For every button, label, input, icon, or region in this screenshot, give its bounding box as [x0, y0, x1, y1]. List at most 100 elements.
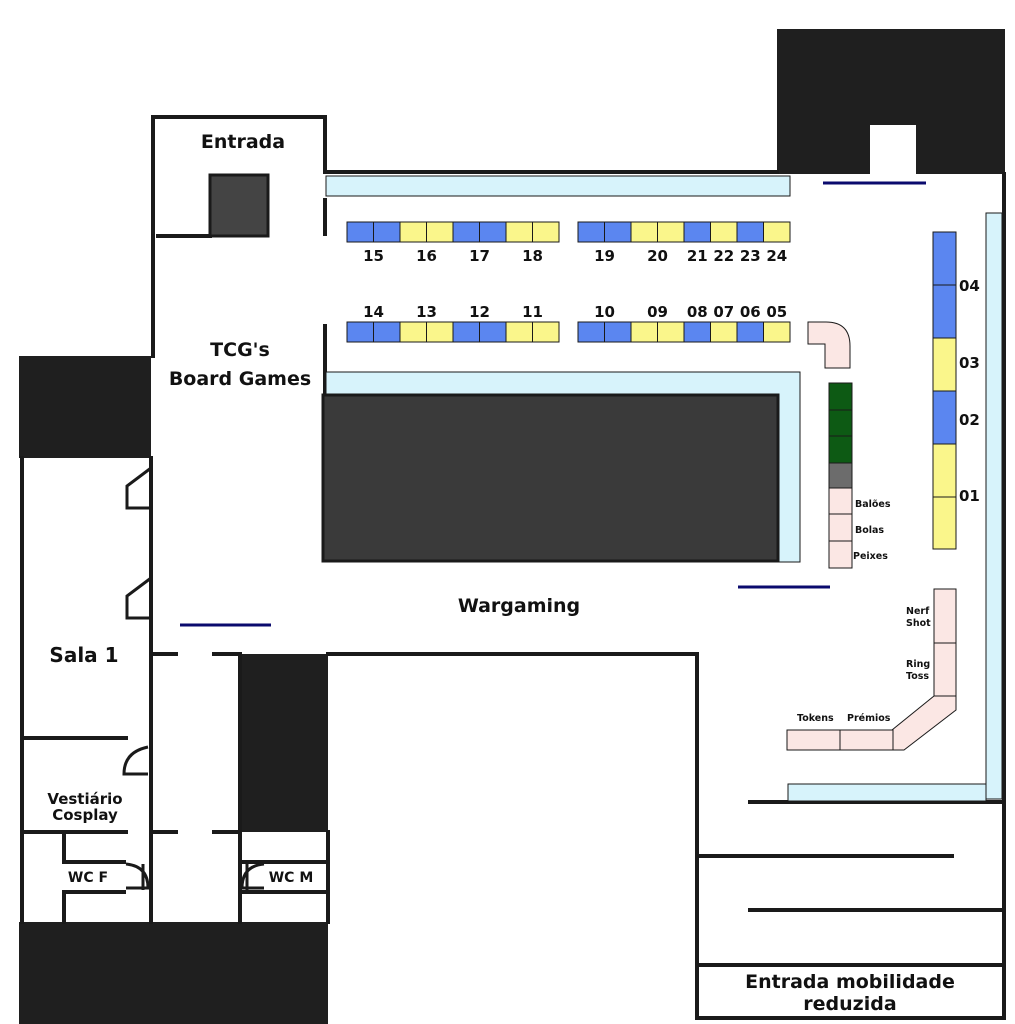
mobilidade-label-line1: Entrada mobilidade — [745, 971, 955, 993]
wargaming-area[interactable] — [321, 393, 780, 563]
pink-curve-stand[interactable] — [807, 321, 851, 369]
stand-label-20: 20 — [647, 247, 668, 265]
stand-09-cell[interactable] — [657, 321, 685, 343]
entrada-label: Entrada — [201, 131, 285, 153]
stand-19-cell[interactable] — [604, 221, 632, 243]
walls — [20, 115, 1006, 1020]
stand-16-cell[interactable] — [399, 221, 427, 243]
stand-label-15: 15 — [363, 247, 384, 265]
stand-17-cell[interactable] — [452, 221, 480, 243]
nerf-label-line2: Shot — [906, 618, 931, 629]
peixes-stand[interactable] — [828, 540, 853, 569]
nerf-shot-stand[interactable] — [933, 588, 957, 644]
stand-13-cell[interactable] — [426, 321, 454, 343]
tcg-label-line2: Board Games — [169, 368, 311, 390]
premios-stand[interactable] — [839, 729, 894, 751]
stand-label-13: 13 — [416, 303, 437, 321]
nerf-label-line1: Nerf — [906, 606, 930, 617]
doors — [122, 466, 265, 890]
stand-label-09: 09 — [647, 303, 668, 321]
bolas-stand[interactable] — [828, 513, 853, 542]
stand-label-02: 02 — [959, 411, 980, 429]
stand-12-cell[interactable] — [479, 321, 507, 343]
stand-10-cell[interactable] — [604, 321, 632, 343]
stand-label-11: 11 — [522, 303, 543, 321]
stand-19-cell[interactable] — [577, 221, 605, 243]
baloes-label: Balões — [855, 499, 891, 510]
stand-16-cell[interactable] — [426, 221, 454, 243]
stand-11-cell[interactable] — [505, 321, 533, 343]
bolas-label: Bolas — [855, 525, 884, 536]
wc-f-label: WC F — [68, 870, 108, 886]
stand-14-cell[interactable] — [346, 321, 374, 343]
stand-label-10: 10 — [594, 303, 615, 321]
stand-05-cell[interactable] — [763, 321, 791, 343]
stand-21-cell[interactable] — [683, 221, 711, 243]
stand-label-21: 21 — [687, 247, 708, 265]
table-bottom-right[interactable] — [787, 783, 987, 802]
stand-14-cell[interactable] — [373, 321, 401, 343]
navy-lines — [180, 181, 926, 627]
stand-11-cell[interactable] — [532, 321, 560, 343]
stand-06-cell[interactable] — [736, 321, 764, 343]
dark-block-left-top — [19, 356, 151, 458]
stand-01-cell-a[interactable] — [932, 443, 957, 498]
dark-block-bottom-left — [19, 922, 328, 1024]
sala1-label: Sala 1 — [49, 643, 118, 667]
stand-24-cell[interactable] — [763, 221, 791, 243]
stand-20-cell[interactable] — [630, 221, 658, 243]
peixes-label: Peixes — [853, 551, 888, 562]
table-top-wall[interactable] — [325, 175, 791, 197]
stand-13-cell[interactable] — [399, 321, 427, 343]
stand-01-cell-b[interactable] — [932, 496, 957, 550]
stand-label-04: 04 — [959, 277, 980, 295]
stand-04-cell-b[interactable] — [932, 284, 957, 339]
stand-08-cell[interactable] — [683, 321, 711, 343]
tokens-label: Tokens — [797, 713, 834, 724]
notch-top-right — [870, 125, 916, 175]
tokens-stand[interactable] — [786, 729, 841, 751]
stand-09-cell[interactable] — [630, 321, 658, 343]
stand-20-cell[interactable] — [657, 221, 685, 243]
stand-18-cell[interactable] — [505, 221, 533, 243]
stand-07-cell[interactable] — [710, 321, 738, 343]
premios-label: Prémios — [847, 713, 891, 724]
stand-18-cell[interactable] — [532, 221, 560, 243]
green-stand-3[interactable] — [828, 435, 853, 464]
stand-label-23: 23 — [740, 247, 761, 265]
stand-15-cell[interactable] — [346, 221, 374, 243]
stand-22-cell[interactable] — [710, 221, 738, 243]
stand-label-05: 05 — [766, 303, 787, 321]
wc-m-label: WC M — [269, 870, 314, 886]
stand-label-17: 17 — [469, 247, 490, 265]
bottom-game-stands — [786, 588, 957, 751]
stand-label-07: 07 — [713, 303, 734, 321]
stand-02-cell[interactable] — [932, 390, 957, 445]
vestiario-label-line2: Cosplay — [52, 806, 118, 824]
right-column-stands — [932, 231, 957, 550]
stand-15-cell[interactable] — [373, 221, 401, 243]
curved-counter-stand[interactable] — [891, 695, 957, 751]
stand-17-cell[interactable] — [479, 221, 507, 243]
game-stands-column — [828, 382, 853, 569]
ring-toss-stand[interactable] — [933, 642, 957, 697]
stand-04-cell-a[interactable] — [932, 231, 957, 286]
table-right-wall[interactable] — [985, 212, 1003, 800]
stand-label-14: 14 — [363, 303, 384, 321]
tcg-label-line1: TCG's — [210, 339, 270, 361]
stand-label-18: 18 — [522, 247, 543, 265]
stand-rows — [346, 221, 791, 343]
green-stand-1[interactable] — [828, 382, 853, 411]
stand-23-cell[interactable] — [736, 221, 764, 243]
baloes-stand[interactable] — [828, 487, 853, 515]
stand-10-cell[interactable] — [577, 321, 605, 343]
stand-12-cell[interactable] — [452, 321, 480, 343]
stand-label-19: 19 — [594, 247, 615, 265]
grey-stand[interactable] — [828, 462, 853, 489]
stand-label-01: 01 — [959, 487, 980, 505]
green-stand-2[interactable] — [828, 409, 853, 437]
entrance-block — [208, 173, 270, 238]
stand-03-cell[interactable] — [932, 337, 957, 392]
